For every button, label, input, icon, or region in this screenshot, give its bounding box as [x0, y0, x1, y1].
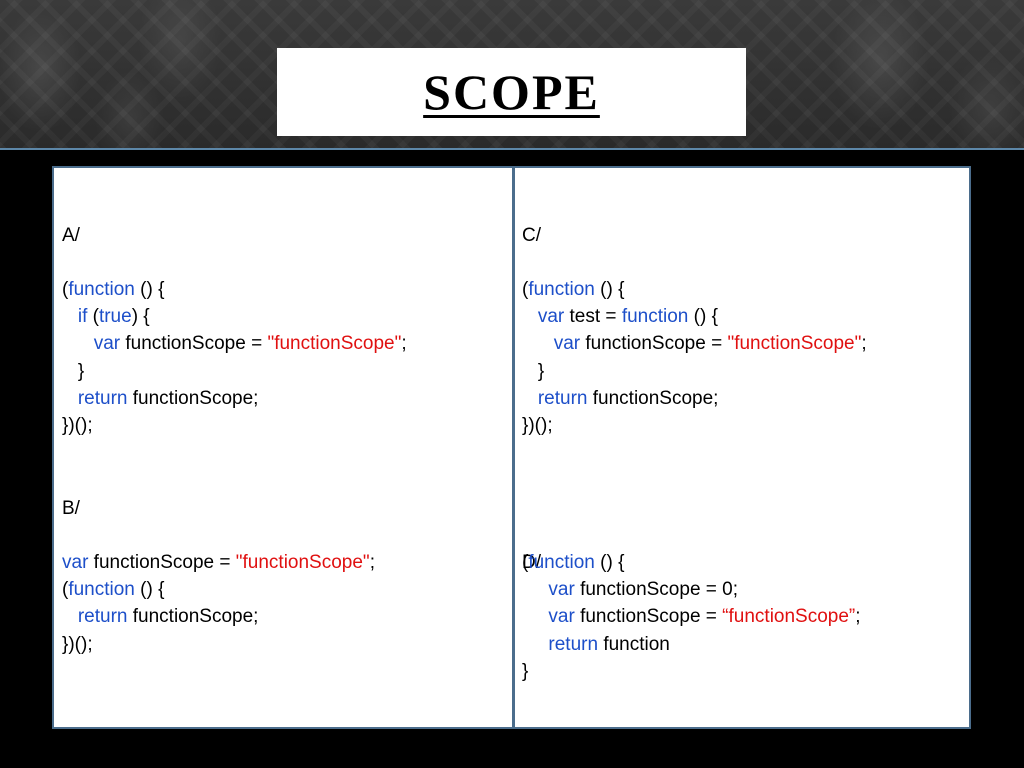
code-token: }	[62, 360, 85, 382]
code-line: var test = function () {	[522, 303, 718, 330]
code-line: }	[522, 658, 528, 685]
code-line: var functionScope = "functionScope";	[522, 330, 867, 357]
keyword-token: function	[528, 552, 595, 573]
code-token: ;	[369, 552, 375, 573]
keyword-token: function	[621, 306, 689, 328]
keyword-token: var	[93, 333, 121, 355]
code-token: functionScope =	[120, 333, 268, 355]
code-token: (	[87, 306, 99, 328]
code-token	[62, 306, 78, 327]
code-token	[522, 579, 548, 600]
code-token: (	[522, 279, 529, 300]
code-token	[62, 606, 78, 627]
keyword-token: return	[77, 606, 128, 628]
code-token	[522, 606, 548, 627]
code-line: (function () {	[62, 576, 164, 603]
code-token	[62, 388, 78, 409]
code-token: })();	[522, 415, 553, 436]
block-a-label: A/	[62, 225, 80, 246]
code-token: (	[522, 552, 529, 573]
code-token: ) {	[131, 306, 150, 328]
header-divider	[0, 148, 1024, 150]
content-box: A/ (function () { if (true) { var functi…	[52, 166, 971, 729]
block-b-label: B/	[62, 498, 80, 519]
code-line: })();	[62, 412, 93, 439]
code-token: functionScope = 0;	[574, 579, 739, 601]
code-token	[522, 306, 538, 327]
code-token: ;	[855, 606, 861, 628]
code-token: }	[522, 360, 545, 382]
block-c-label: C/	[522, 225, 541, 246]
string-token: "functionScope"	[727, 333, 862, 355]
keyword-token: function	[68, 279, 135, 300]
keyword-token: function	[528, 279, 595, 300]
title-box: SCOPE	[277, 48, 746, 136]
keyword-token: if	[77, 306, 88, 328]
code-line: }	[522, 358, 544, 385]
slide-title: SCOPE	[423, 64, 600, 120]
code-line: })();	[62, 631, 93, 658]
keyword-token: var	[62, 552, 89, 573]
code-token: functionScope =	[580, 333, 728, 355]
code-token: (	[62, 579, 69, 601]
code-token: })();	[62, 633, 93, 655]
code-token: functionScope =	[574, 606, 723, 628]
code-token: () {	[594, 279, 625, 300]
string-token: “functionScope”	[722, 606, 856, 628]
code-line: var functionScope = "functionScope";	[62, 330, 407, 357]
code-line: var functionScope = 0;	[522, 576, 738, 603]
code-token: () {	[134, 579, 165, 601]
code-line: return functionScope;	[62, 385, 259, 412]
code-token	[62, 333, 94, 354]
keyword-token: true	[98, 306, 132, 328]
code-token: ;	[401, 333, 407, 355]
keyword-token: var	[537, 306, 565, 328]
keyword-token: var	[553, 333, 581, 355]
code-token	[522, 634, 548, 655]
code-line: var functionScope = “functionScope”;	[522, 603, 861, 630]
code-line: }	[62, 358, 84, 385]
string-token: "functionScope"	[235, 552, 370, 573]
code-token: (	[62, 279, 69, 300]
code-token: test =	[564, 306, 622, 328]
code-line: (function () {	[522, 276, 624, 303]
code-line: return functionScope;	[62, 603, 259, 630]
keyword-token: return	[548, 633, 599, 655]
block-d-label: D/	[522, 552, 541, 573]
code-line: return functionScope;	[522, 385, 719, 412]
code-line: var functionScope = "functionScope";	[62, 549, 375, 576]
code-line: if (true) {	[62, 303, 150, 330]
string-token: "functionScope"	[267, 333, 402, 355]
code-token: functionScope;	[587, 387, 719, 409]
keyword-token: var	[548, 579, 575, 601]
code-token: () {	[594, 552, 625, 573]
code-line: (function () {	[62, 276, 164, 303]
keyword-token: return	[537, 387, 588, 409]
code-token: function	[598, 633, 670, 655]
code-token	[522, 388, 538, 409]
code-token: () {	[134, 279, 165, 300]
code-token: })();	[62, 415, 93, 436]
column-divider	[512, 168, 515, 727]
code-line: return function	[522, 631, 670, 658]
code-token: ;	[861, 333, 867, 355]
code-token: functionScope;	[127, 387, 259, 409]
keyword-token: function	[68, 579, 135, 601]
code-token: functionScope;	[127, 606, 259, 628]
code-token	[522, 333, 554, 354]
code-token: () {	[688, 306, 718, 328]
keyword-token: var	[548, 606, 575, 628]
code-line: })();	[522, 412, 553, 439]
keyword-token: return	[77, 387, 128, 409]
code-token: functionScope =	[88, 552, 236, 573]
code-token: }	[522, 660, 529, 682]
code-line: (function () {	[522, 549, 624, 576]
